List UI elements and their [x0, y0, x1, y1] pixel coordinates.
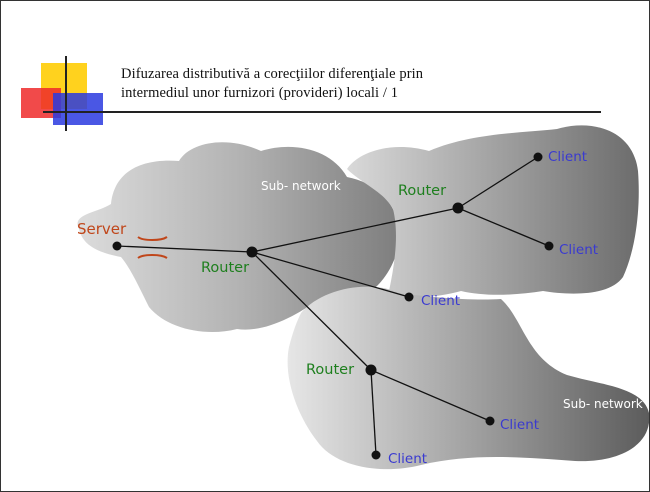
title-line-1: Difuzarea distributivă a corecţiilor dif… — [121, 66, 424, 82]
page-title: Difuzarea distributivă a corecţiilor dif… — [121, 65, 541, 103]
bottom-network-cloud — [287, 286, 649, 470]
router-bottom-label: Router — [306, 362, 354, 378]
router-bottom-node — [365, 364, 377, 376]
client-top2-label: Client — [559, 242, 598, 258]
subnet-top-label: Sub- network — [261, 179, 341, 193]
subnet-bottom-label: Sub- network — [563, 397, 643, 411]
client-mid-label: Client — [421, 293, 460, 309]
server-connector-icon — [137, 236, 168, 259]
link-server-router — [116, 245, 253, 253]
left-network-cloud — [77, 142, 400, 333]
decorative-logo-icon — [21, 56, 601, 131]
logo-blue-square — [53, 93, 103, 125]
client-top1-node — [533, 152, 543, 162]
client-bottom1-node — [485, 416, 495, 426]
client-bottom1-label: Client — [500, 417, 539, 433]
router-top-node — [452, 202, 464, 214]
client-bottom2-label: Client — [388, 451, 427, 467]
client-mid-node — [404, 292, 414, 302]
router-top-label: Router — [398, 183, 446, 199]
network-links — [116, 156, 550, 456]
title-line-2: intermediul unor furnizori (provideri) l… — [121, 85, 399, 101]
link-router-client-top1 — [457, 156, 539, 209]
client-top1-label: Client — [548, 149, 587, 165]
right-network-cloud — [347, 125, 639, 298]
link-router-client-top2 — [457, 207, 550, 247]
link-router-client-bottom1 — [370, 369, 491, 422]
router-main-node — [246, 246, 258, 258]
client-top2-node — [544, 241, 554, 251]
server-label: Server — [77, 220, 127, 238]
client-bottom2-node — [371, 450, 381, 460]
link-router-client-bottom2 — [370, 369, 377, 456]
link-router-client-mid — [251, 251, 410, 298]
router-main-label: Router — [201, 260, 249, 276]
server-node — [112, 241, 122, 251]
link-router-router-top — [251, 207, 459, 253]
link-router-router-bottom — [251, 251, 372, 371]
